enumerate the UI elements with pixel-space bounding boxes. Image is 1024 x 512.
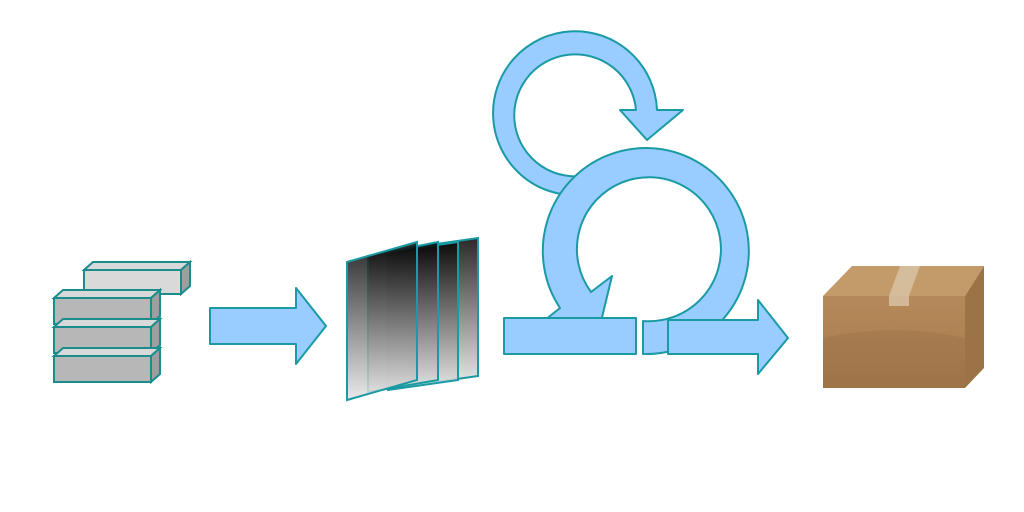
arrow-right-icon [209,287,327,365]
loop-arrows-icon [492,30,789,375]
sheet-4 [346,240,418,402]
box-tape [889,266,920,296]
block-1 [51,287,163,327]
box-tape-front [889,296,909,306]
large-loop-arrow [539,147,750,356]
box-side [965,266,984,388]
baseline-bar [503,317,637,355]
package-box-icon [823,266,984,388]
box-shade [823,330,965,388]
stacked-blocks-icon [51,259,193,385]
arrow-right-icon [667,299,789,375]
block-3 [51,345,163,385]
stacked-sheets-icon [346,236,479,402]
small-loop-arrow [492,30,684,197]
box-front [823,296,965,388]
